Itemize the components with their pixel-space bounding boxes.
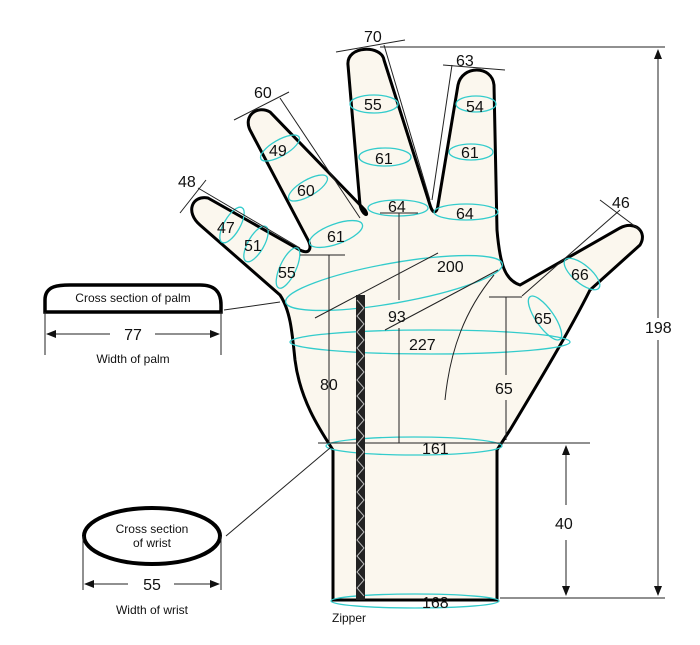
label-little-base: 55	[278, 265, 296, 282]
label-thumb-base: 65	[534, 311, 552, 328]
label-total-length: 198	[645, 320, 672, 337]
label-wrist-circumference: 161	[422, 441, 449, 458]
label-index-base: 64	[456, 206, 474, 223]
label-index-tip: 63	[456, 53, 474, 70]
palm-width-caption: Width of palm	[96, 352, 169, 366]
palm-cross-section: Cross section of palm 77 Width of palm	[43, 283, 223, 366]
label-zipper: Zipper	[332, 611, 366, 625]
label-ring-top: 49	[269, 143, 287, 160]
wrist-section-label-line2: of wrist	[133, 536, 172, 550]
label-middle-top: 55	[364, 97, 382, 114]
label-thumb-side-length: 65	[495, 381, 513, 398]
wrist-width-caption: Width of wrist	[116, 603, 189, 617]
label-index-top: 54	[466, 99, 484, 116]
wrist-width-value: 55	[143, 577, 161, 594]
label-middle-mid: 61	[375, 151, 393, 168]
circumference-contours	[219, 94, 601, 609]
label-ring-tip: 60	[254, 85, 272, 102]
palm-width-value: 77	[124, 327, 142, 344]
hand-outline	[190, 47, 644, 602]
measurement-labels: 70 63 60 48 46 55 54 49 61 61 60 64 64 4…	[178, 29, 672, 625]
label-ring-base: 61	[327, 229, 345, 246]
measurement-lines	[179, 39, 665, 599]
label-thumb-tip: 46	[612, 195, 630, 212]
label-middle-to-center: 93	[388, 309, 406, 326]
label-little-tip: 48	[178, 174, 196, 191]
label-wrist-length: 40	[555, 516, 573, 533]
palm-section-label: Cross section of palm	[75, 291, 190, 305]
wrist-cross-section: Cross section of wrist 55 Width of wrist	[82, 506, 222, 617]
label-palm-circumference: 200	[437, 259, 464, 276]
label-little-side-length: 80	[320, 377, 338, 394]
label-middle-tip: 70	[364, 29, 382, 46]
zipper	[356, 295, 365, 600]
label-index-mid: 61	[461, 145, 479, 162]
label-thumb-top: 66	[571, 267, 589, 284]
label-ring-mid: 60	[297, 183, 315, 200]
label-little-mid: 51	[244, 238, 262, 255]
label-middle-base: 64	[388, 199, 406, 216]
label-palm-diagonal: 227	[409, 337, 436, 354]
label-cuff-circumference: 168	[422, 595, 449, 612]
label-little-top: 47	[217, 220, 235, 237]
wrist-section-label-line1: Cross section	[116, 522, 189, 536]
